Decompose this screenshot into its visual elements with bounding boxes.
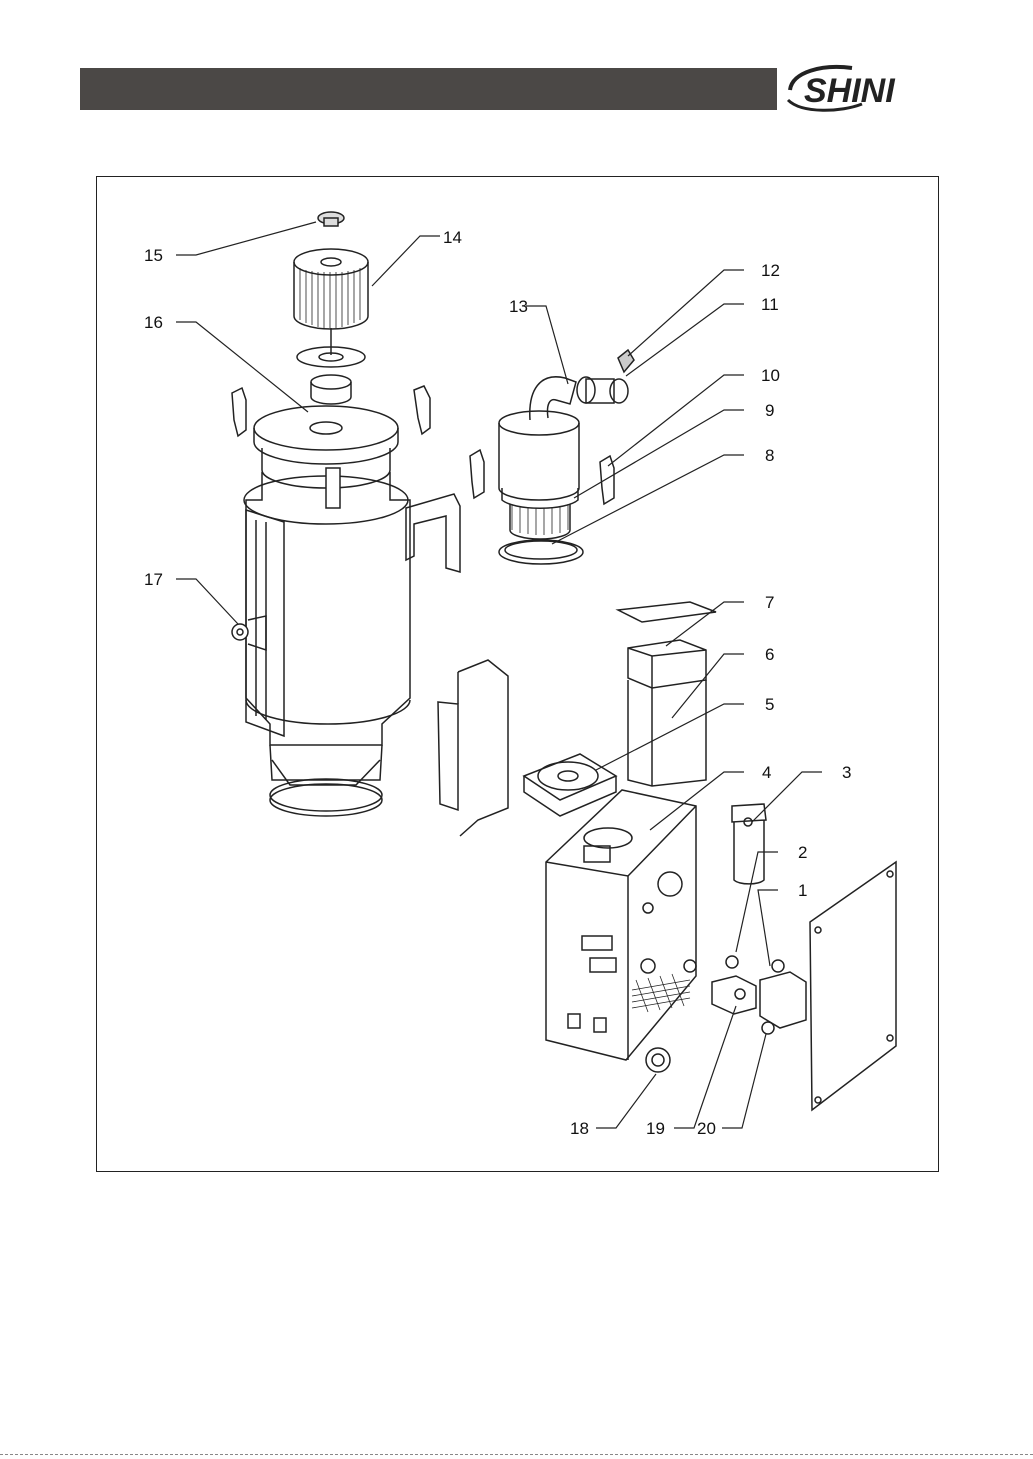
callout-18: 18 bbox=[570, 1119, 589, 1139]
page-bottom-edge bbox=[0, 1454, 1033, 1455]
callout-14: 14 bbox=[443, 228, 462, 248]
top-knob bbox=[318, 212, 344, 226]
top-filter-cartridge bbox=[294, 249, 368, 355]
electrical-box bbox=[546, 790, 696, 1060]
callout-3: 3 bbox=[842, 763, 851, 783]
callout-15: 15 bbox=[144, 246, 163, 266]
callout-12: 12 bbox=[761, 261, 780, 281]
callout-2: 2 bbox=[798, 843, 807, 863]
callout-16: 16 bbox=[144, 313, 163, 333]
callout-5: 5 bbox=[765, 695, 774, 715]
callout-20: 20 bbox=[697, 1119, 716, 1139]
callout-1: 1 bbox=[798, 881, 807, 901]
air-filter bbox=[732, 804, 766, 884]
callout-7: 7 bbox=[765, 593, 774, 613]
solenoid-valves bbox=[712, 956, 806, 1034]
callout-10: 10 bbox=[761, 366, 780, 386]
hopper-body bbox=[232, 468, 410, 816]
callout-6: 6 bbox=[765, 645, 774, 665]
callout-8: 8 bbox=[765, 446, 774, 466]
callout-4: 4 bbox=[762, 763, 771, 783]
cooling-fan bbox=[524, 754, 616, 816]
callout-13: 13 bbox=[509, 297, 528, 317]
callout-17: 17 bbox=[144, 570, 163, 590]
callout-19: 19 bbox=[646, 1119, 665, 1139]
callout-11: 11 bbox=[761, 295, 779, 315]
callout-9: 9 bbox=[765, 401, 774, 421]
